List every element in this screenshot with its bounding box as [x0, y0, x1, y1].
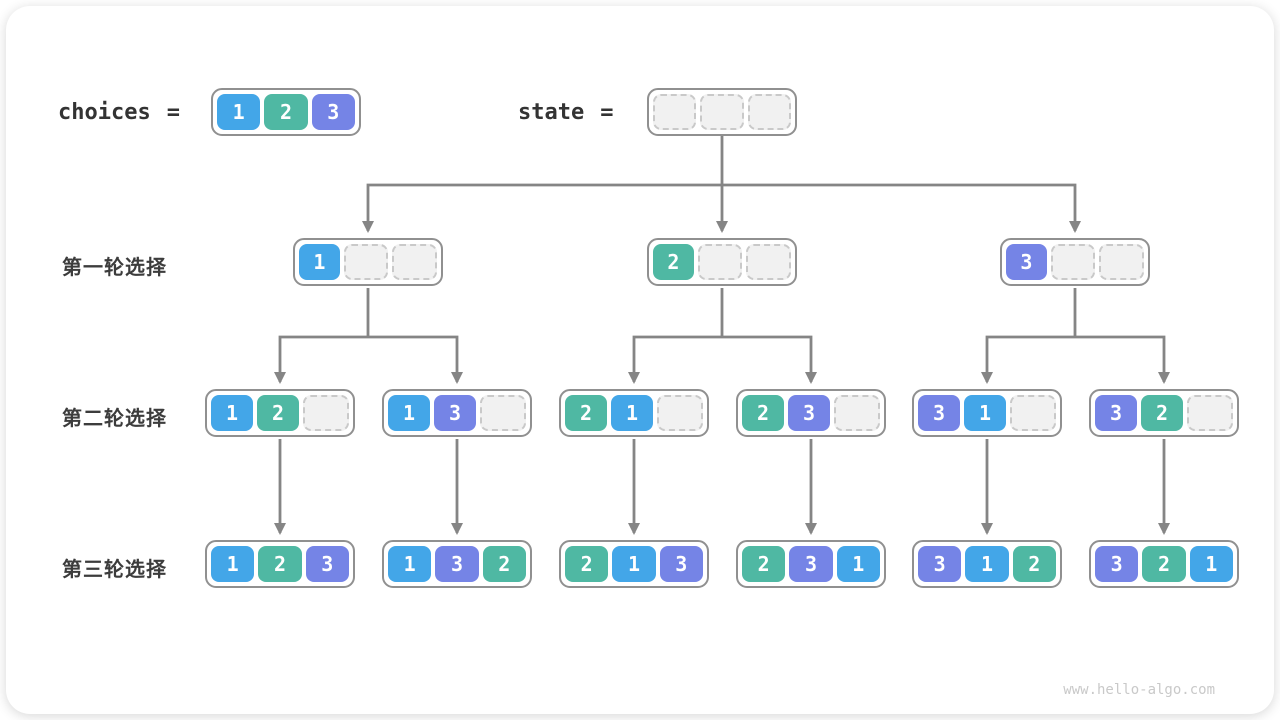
- array-cell: [1010, 395, 1056, 431]
- array-cell: 1: [388, 395, 430, 431]
- array-cell: [1099, 244, 1145, 280]
- array-cell: 3: [918, 546, 962, 582]
- array-cell: 2: [482, 546, 526, 582]
- tree-node: 3 1 2: [912, 540, 1062, 588]
- tree-node: 2 3: [736, 389, 886, 437]
- array-cell: 3: [789, 546, 833, 582]
- array-cell: [653, 94, 697, 130]
- tree-node: 3 1: [912, 389, 1062, 437]
- array-cell: 1: [388, 546, 432, 582]
- array-cell: [343, 244, 389, 280]
- round-1-label: 第一轮选择: [62, 257, 167, 279]
- tree-node: 1 2 3: [205, 540, 355, 588]
- array-cell: 1: [964, 395, 1006, 431]
- tree-node: 3: [1000, 238, 1150, 286]
- array-cell: 3: [918, 395, 960, 431]
- diagram-stage: choices = 1 2 3 state = 第一轮选择 第二轮选择 第三轮选…: [6, 6, 1274, 714]
- array-cell: [834, 395, 880, 431]
- array-cell: 3: [1095, 395, 1137, 431]
- array-cell: 1: [217, 94, 261, 130]
- state-label: state: [518, 99, 585, 125]
- array-cell: 3: [434, 395, 476, 431]
- array-cell: 3: [788, 395, 830, 431]
- array-cell: [700, 94, 744, 130]
- tree-node: 1 3: [382, 389, 532, 437]
- array-cell: 1: [611, 395, 653, 431]
- array-cell: 1: [211, 395, 253, 431]
- array-cell: [303, 395, 349, 431]
- array-cell: 1: [211, 546, 255, 582]
- array-cell: 3: [1095, 546, 1139, 582]
- array-cell: 1: [299, 244, 340, 280]
- choices-label: choices: [58, 99, 151, 125]
- tree-node: 3 2: [1089, 389, 1239, 437]
- tree-connectors: [274, 136, 1170, 535]
- array-cell: [480, 395, 526, 431]
- array-cell: [1050, 244, 1096, 280]
- array-cell: 1: [836, 546, 880, 582]
- array-cell: 3: [435, 546, 479, 582]
- round-2-label: 第二轮选择: [62, 408, 167, 430]
- array-cell: [657, 395, 703, 431]
- array-cell: 3: [311, 94, 355, 130]
- array-cell: 3: [1006, 244, 1047, 280]
- tree-node: 2 3 1: [736, 540, 886, 588]
- state-array: [647, 88, 797, 136]
- array-cell: 2: [1142, 546, 1186, 582]
- choices-array: 1 2 3: [211, 88, 361, 136]
- array-cell: 2: [1012, 546, 1056, 582]
- state-header: state =: [518, 88, 613, 136]
- tree-node: 1: [293, 238, 443, 286]
- array-cell: [746, 244, 792, 280]
- array-cell: 1: [612, 546, 656, 582]
- round-3-label: 第三轮选择: [62, 559, 167, 581]
- choices-header: choices =: [58, 88, 180, 136]
- equals-sign: =: [166, 99, 180, 125]
- tree-node: 1 3 2: [382, 540, 532, 588]
- array-cell: [392, 244, 438, 280]
- array-cell: [1187, 395, 1233, 431]
- array-cell: 3: [305, 546, 349, 582]
- array-cell: [697, 244, 743, 280]
- tree-node: 2: [647, 238, 797, 286]
- array-cell: 2: [565, 546, 609, 582]
- array-cell: 2: [258, 546, 302, 582]
- array-cell: 1: [965, 546, 1009, 582]
- tree-node: 3 2 1: [1089, 540, 1239, 588]
- array-cell: 2: [742, 395, 784, 431]
- tree-node: 2 1: [559, 389, 709, 437]
- site-watermark: www.hello-algo.com: [1063, 682, 1215, 698]
- array-cell: 3: [659, 546, 703, 582]
- array-cell: 2: [257, 395, 299, 431]
- array-cell: 2: [565, 395, 607, 431]
- array-cell: 2: [264, 94, 308, 130]
- figure-card: choices = 1 2 3 state = 第一轮选择 第二轮选择 第三轮选…: [6, 6, 1274, 714]
- array-cell: 2: [1141, 395, 1183, 431]
- array-cell: 1: [1189, 546, 1233, 582]
- array-cell: [747, 94, 791, 130]
- equals-sign: =: [600, 99, 614, 125]
- array-cell: 2: [742, 546, 786, 582]
- tree-node: 1 2: [205, 389, 355, 437]
- tree-node: 2 1 3: [559, 540, 709, 588]
- array-cell: 2: [653, 244, 694, 280]
